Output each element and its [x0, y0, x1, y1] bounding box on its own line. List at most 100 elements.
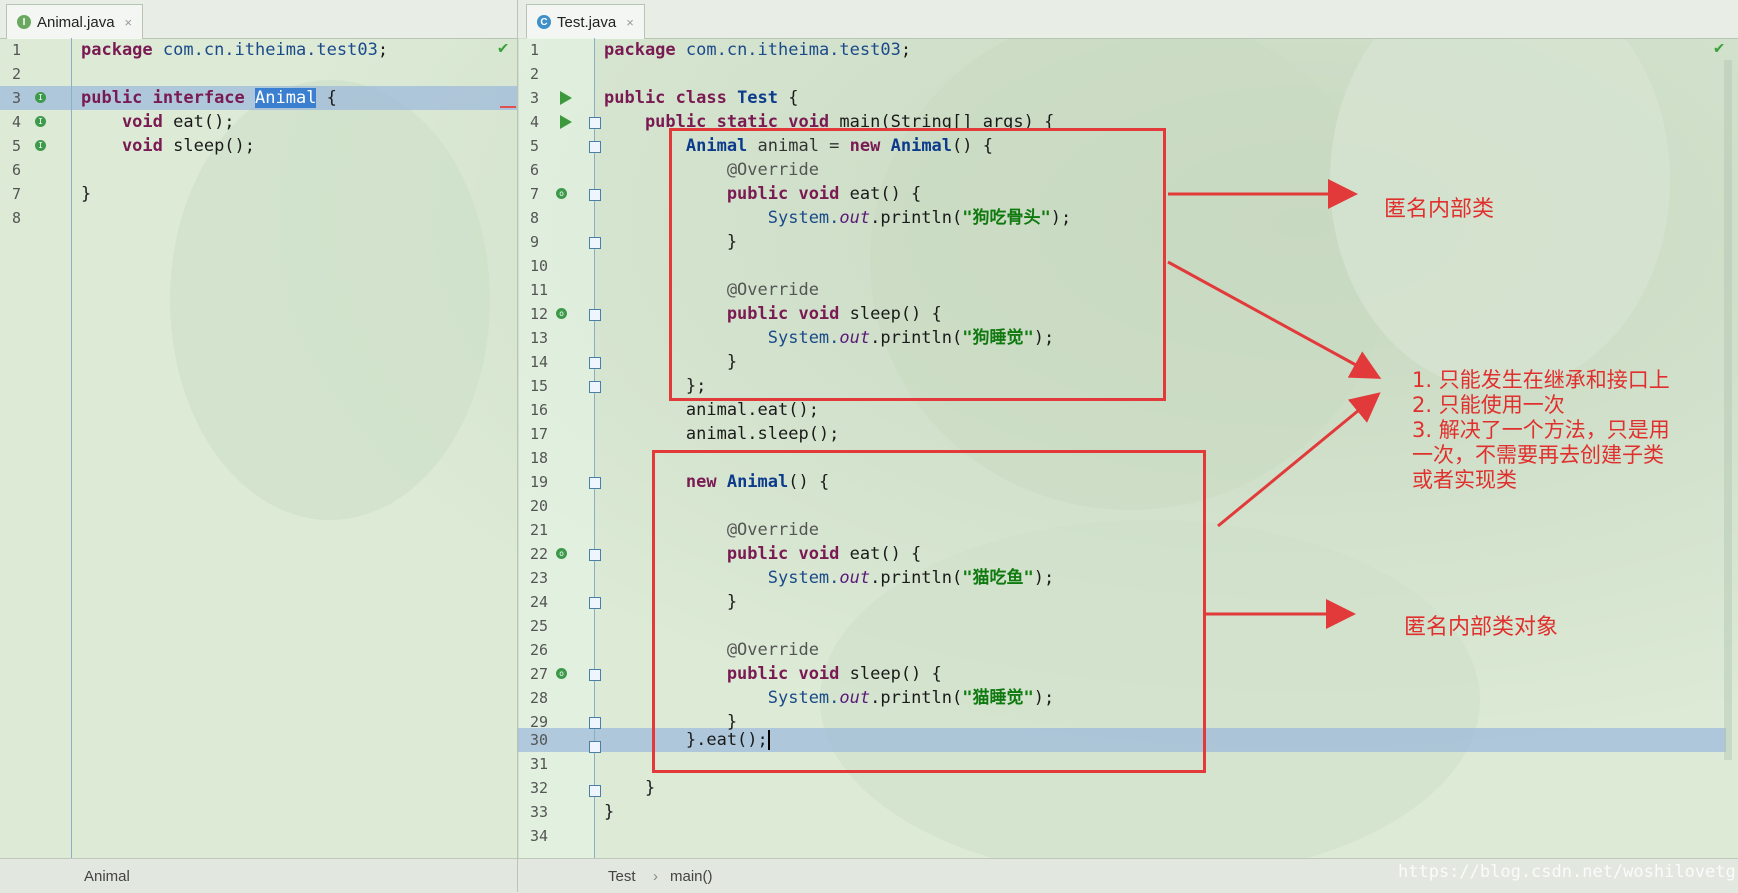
tab-animal-java[interactable]: I Animal.java × [6, 4, 144, 39]
note-line: 1. 只能发生在继承和接口上 [1412, 368, 1670, 392]
close-icon[interactable]: × [626, 14, 634, 30]
code-line-5[interactable]: void sleep(); [81, 136, 256, 156]
line-number: 16 [530, 401, 549, 419]
left-tab-bar: I Animal.java × [0, 0, 518, 39]
fold-icon[interactable] [589, 785, 601, 797]
breadcrumb-item[interactable]: Animal [84, 868, 130, 885]
fold-icon[interactable] [589, 117, 601, 129]
override-icon[interactable]: o [556, 548, 567, 559]
line-number: 1 [12, 41, 22, 59]
fold-icon[interactable] [589, 741, 601, 753]
code-line-12[interactable]: public void sleep() { [604, 304, 942, 324]
override-icon[interactable]: o [556, 668, 567, 679]
note-line: 2. 只能使用一次 [1412, 393, 1565, 417]
tab-test-java[interactable]: C Test.java × [526, 4, 645, 39]
line-number: 31 [530, 755, 549, 773]
fold-icon[interactable] [589, 381, 601, 393]
code-line-6[interactable]: @Override [604, 160, 819, 180]
fold-icon[interactable] [589, 549, 601, 561]
line-number: 9 [530, 233, 540, 251]
override-icon[interactable]: o [556, 188, 567, 199]
line-number: 26 [530, 641, 549, 659]
code-line-22[interactable]: public void eat() { [604, 544, 922, 564]
left-editor-pane: I Animal.java × ✔ 1 2 3 4 5 6 7 8 I I I … [0, 0, 518, 893]
breadcrumb-item[interactable]: main() [670, 868, 713, 885]
code-line-3[interactable]: public interface Animal { [81, 88, 337, 108]
line-number: 29 [530, 713, 549, 731]
fold-icon[interactable] [589, 477, 601, 489]
fold-icon[interactable] [589, 189, 601, 201]
line-number: 20 [530, 497, 549, 515]
line-number: 23 [530, 569, 549, 587]
code-line-19[interactable]: new Animal() { [604, 472, 830, 492]
code-line-30[interactable]: }.eat(); [604, 730, 770, 750]
anon-object-label: 匿名内部类对象 [1404, 615, 1559, 640]
code-line-15[interactable]: }; [604, 376, 707, 396]
run-icon[interactable] [560, 91, 572, 105]
line-number: 32 [530, 779, 549, 797]
code-line-3[interactable]: public class Test { [604, 88, 799, 108]
line-number: 18 [530, 449, 549, 467]
gutter-area [518, 38, 594, 858]
code-line-8[interactable]: System.out.println("狗吃骨头"); [604, 208, 1072, 228]
breadcrumb-item[interactable]: Test [608, 868, 636, 885]
override-icon[interactable]: o [556, 308, 567, 319]
line-number: 2 [530, 65, 540, 83]
line-number: 5 [530, 137, 540, 155]
code-line-24[interactable]: } [604, 592, 738, 612]
fold-icon[interactable] [589, 717, 601, 729]
line-number: 4 [12, 113, 22, 131]
right-tab-bar: C Test.java × [518, 0, 1738, 39]
code-line-28[interactable]: System.out.println("猫睡觉"); [604, 688, 1055, 708]
fold-icon[interactable] [589, 141, 601, 153]
line-number: 12 [530, 305, 549, 323]
right-editor-pane: C Test.java × ✔ 1 2 3 4 5 6 7 8 9 10 11 … [518, 0, 1738, 893]
code-line-16[interactable]: animal.eat(); [604, 400, 819, 420]
error-stripe-mark [500, 106, 516, 108]
code-line-4[interactable]: public static void main(String[] args) { [604, 112, 1055, 132]
line-number: 6 [12, 161, 22, 179]
code-line-7[interactable]: public void eat() { [604, 184, 922, 204]
fold-icon[interactable] [589, 237, 601, 249]
interface-file-icon: I [17, 15, 31, 29]
code-line-21[interactable]: @Override [604, 520, 819, 540]
code-line-7[interactable]: } [81, 184, 92, 204]
code-line-11[interactable]: @Override [604, 280, 819, 300]
check-icon: ✔ [1714, 38, 1725, 58]
code-line-9[interactable]: } [604, 232, 738, 252]
fold-icon[interactable] [589, 597, 601, 609]
code-line-13[interactable]: System.out.println("狗睡觉"); [604, 328, 1055, 348]
line-number: 8 [530, 209, 540, 227]
code-line-27[interactable]: public void sleep() { [604, 664, 942, 684]
code-line-17[interactable]: animal.sleep(); [604, 424, 840, 444]
line-number: 4 [530, 113, 540, 131]
code-line-4[interactable]: void eat(); [81, 112, 235, 132]
implemented-icon[interactable]: I [35, 140, 46, 151]
scrollbar[interactable] [1724, 60, 1732, 760]
fold-icon[interactable] [589, 669, 601, 681]
anonymous-object-box [652, 450, 1206, 773]
implemented-icon[interactable]: I [35, 92, 46, 103]
line-number: 14 [530, 353, 549, 371]
run-icon[interactable] [560, 115, 572, 129]
line-number: 19 [530, 473, 549, 491]
code-line-23[interactable]: System.out.println("猫吃鱼"); [604, 568, 1055, 588]
fold-icon[interactable] [589, 309, 601, 321]
note-line: 或者实现类 [1412, 468, 1517, 492]
code-line-29[interactable]: } [604, 712, 738, 732]
implemented-icon[interactable]: I [35, 116, 46, 127]
code-line-26[interactable]: @Override [604, 640, 819, 660]
note-line: 3. 解决了一个方法，只是用 [1412, 418, 1670, 442]
fold-icon[interactable] [589, 357, 601, 369]
code-line-33[interactable]: } [604, 802, 615, 822]
code-line-5[interactable]: Animal animal = new Animal() { [604, 136, 993, 156]
class-file-icon: C [537, 15, 551, 29]
code-line-14[interactable]: } [604, 352, 738, 372]
code-line-1[interactable]: package com.cn.itheima.test03; [81, 40, 389, 60]
current-line-highlight [518, 728, 1726, 752]
code-line-32[interactable]: } [604, 778, 656, 798]
line-number: 34 [530, 827, 549, 845]
close-icon[interactable]: × [124, 14, 133, 30]
code-line-1[interactable]: package com.cn.itheima.test03; [604, 40, 912, 60]
line-number: 30 [530, 731, 549, 749]
